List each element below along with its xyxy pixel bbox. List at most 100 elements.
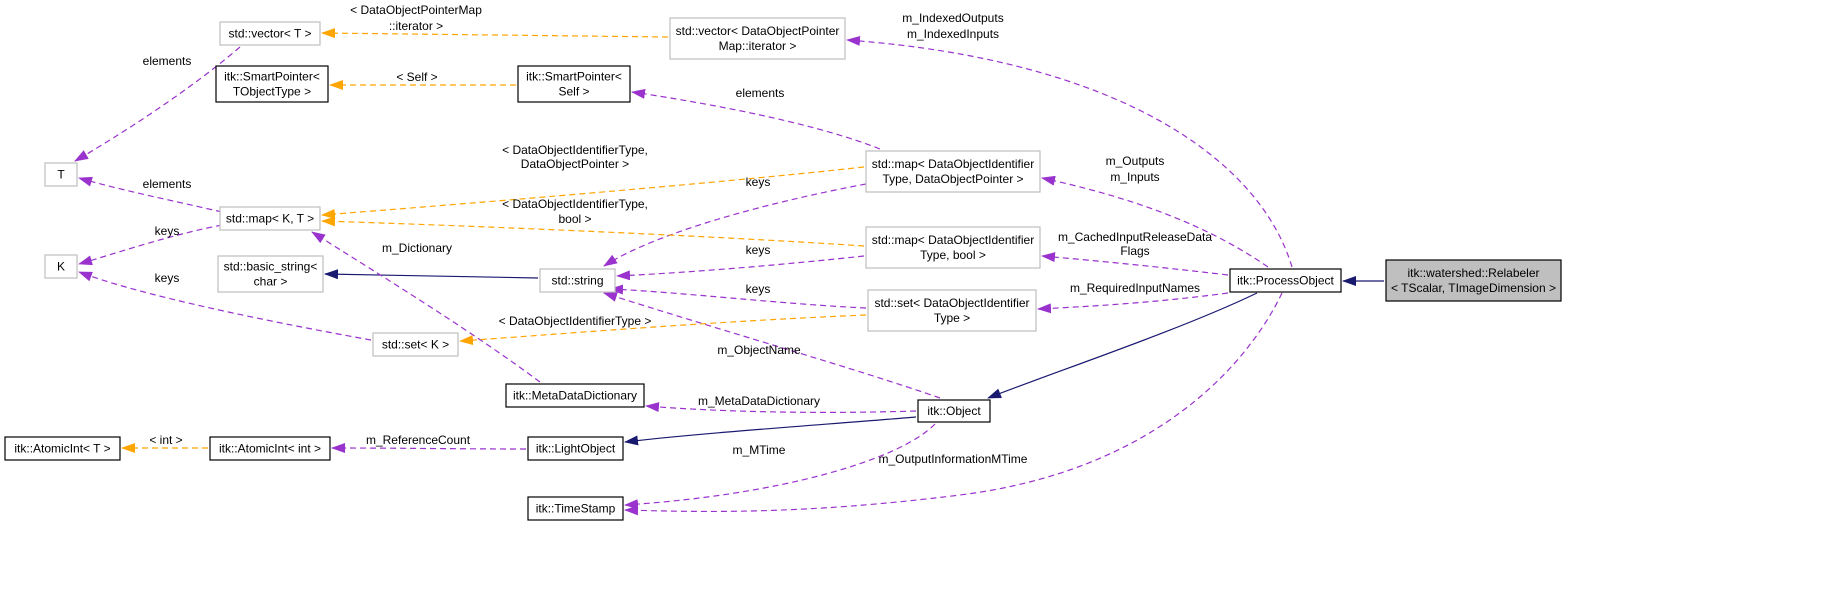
edge-map-kt-k: keys bbox=[78, 224, 223, 266]
class-name: std::map< K, T > bbox=[226, 212, 314, 226]
edge-smartpointer-self-t: < Self > bbox=[329, 70, 516, 90]
class-box bbox=[527, 436, 624, 461]
edges: m_IndexedOutputsm_IndexedInputsm_Outputs… bbox=[74, 3, 1384, 516]
class-name: std::basic_string< bbox=[224, 260, 318, 274]
usage-arrow bbox=[78, 271, 372, 341]
usage-arrow bbox=[1041, 252, 1229, 276]
usage-arrow bbox=[603, 183, 867, 267]
class-box bbox=[527, 496, 624, 521]
class-box bbox=[372, 332, 459, 357]
edge-label: m_OutputInformationMTime bbox=[879, 452, 1028, 466]
edge-string-basic bbox=[324, 269, 539, 280]
edge-map-kt-t: elements bbox=[78, 176, 223, 213]
class-box bbox=[505, 383, 645, 408]
class-name: Map::iterator > bbox=[719, 39, 797, 53]
class-name: Self > bbox=[558, 85, 589, 99]
node-relabeler[interactable]: itk::watershed::Relabeler< TScalar, TIma… bbox=[1385, 259, 1562, 302]
edge-vector-iterator-vector-t: < DataObjectPointerMap::iterator > bbox=[321, 3, 669, 39]
class-name: std::vector< DataObjectPointer bbox=[676, 24, 840, 38]
node-map-pointer[interactable]: std::map< DataObjectIdentifierType, Data… bbox=[865, 150, 1041, 193]
edge-object-metadata: m_MetaDataDictionary bbox=[645, 394, 917, 413]
class-box bbox=[219, 206, 321, 231]
template-arrow bbox=[321, 216, 865, 247]
edge-label: DataObjectPointer > bbox=[521, 157, 629, 171]
edge-label: m_MTime bbox=[733, 443, 786, 457]
edge-label: m_MetaDataDictionary bbox=[698, 394, 820, 408]
node-string[interactable]: std::string bbox=[539, 268, 616, 293]
class-box bbox=[517, 65, 631, 103]
usage-arrow bbox=[645, 402, 917, 413]
class-name: itk::AtomicInt< int > bbox=[219, 442, 321, 456]
usage-arrow bbox=[631, 88, 881, 150]
node-metadata-dictionary[interactable]: itk::MetaDataDictionary bbox=[505, 383, 645, 408]
edge-object-timestamp: m_MTime bbox=[624, 423, 936, 510]
usage-arrow bbox=[331, 443, 527, 454]
node-light-object[interactable]: itk::LightObject bbox=[527, 436, 624, 461]
node-process-object[interactable]: itk::ProcessObject bbox=[1229, 268, 1342, 293]
node-atomicint-int[interactable]: itk::AtomicInt< int > bbox=[209, 436, 331, 461]
inheritance-arrow bbox=[624, 416, 917, 446]
class-box bbox=[4, 436, 121, 461]
edge-label: m_CachedInputReleaseData bbox=[1058, 230, 1212, 244]
node-smartpointer-t[interactable]: itk::SmartPointer<TObjectType > bbox=[215, 65, 329, 103]
usage-arrow bbox=[1037, 292, 1229, 314]
node-smartpointer-self[interactable]: itk::SmartPointer<Self > bbox=[517, 65, 631, 103]
class-name: itk::Object bbox=[927, 404, 981, 418]
class-box bbox=[215, 65, 329, 103]
node-atomicint-t[interactable]: itk::AtomicInt< T > bbox=[4, 436, 121, 461]
edge-metadata-map-kt: m_Dictionary bbox=[311, 231, 541, 383]
node-k[interactable]: K bbox=[44, 254, 78, 279]
node-timestamp[interactable]: itk::TimeStamp bbox=[527, 496, 624, 521]
edge-po-timestamp: m_OutputInformationMTime bbox=[624, 292, 1283, 516]
class-name: std::set< K > bbox=[382, 338, 449, 352]
usage-arrow bbox=[624, 423, 936, 510]
edge-label: m_IndexedInputs bbox=[907, 27, 999, 41]
edge-map-pointer-map-kt: < DataObjectIdentifierType,DataObjectPoi… bbox=[321, 143, 865, 219]
edge-label: < int > bbox=[149, 433, 182, 447]
usage-arrow bbox=[78, 224, 223, 266]
node-set-identifier[interactable]: std::set< DataObjectIdentifierType > bbox=[867, 289, 1037, 332]
edge-label: elements bbox=[143, 54, 192, 68]
class-name: Type, bool > bbox=[920, 248, 986, 262]
node-set-k[interactable]: std::set< K > bbox=[372, 332, 459, 357]
class-box bbox=[917, 399, 991, 423]
node-vector-t[interactable]: std::vector< T > bbox=[219, 21, 321, 46]
class-box bbox=[209, 436, 331, 461]
class-box bbox=[217, 255, 324, 293]
class-name: Type > bbox=[934, 311, 970, 325]
node-map-bool[interactable]: std::map< DataObjectIdentifierType, bool… bbox=[865, 226, 1041, 269]
edge-label: < DataObjectPointerMap bbox=[350, 3, 482, 17]
node-map-kt[interactable]: std::map< K, T > bbox=[219, 206, 321, 231]
class-box bbox=[865, 226, 1041, 269]
inheritance-arrow bbox=[324, 269, 539, 280]
node-vector-iterator[interactable]: std::vector< DataObjectPointerMap::itera… bbox=[669, 17, 846, 60]
edge-po-set-identifier: m_RequiredInputNames bbox=[1037, 281, 1229, 314]
template-arrow bbox=[321, 28, 669, 39]
edge-label: keys bbox=[746, 282, 771, 296]
usage-arrow bbox=[603, 292, 941, 399]
edge-label: elements bbox=[736, 86, 785, 100]
class-name: itk::watershed::Relabeler bbox=[1407, 266, 1539, 280]
edge-map-bool-string: keys bbox=[616, 243, 865, 281]
class-name: char > bbox=[254, 275, 288, 289]
edge-label: < DataObjectIdentifierType > bbox=[499, 314, 652, 328]
usage-arrow bbox=[311, 231, 541, 383]
edge-object-po bbox=[987, 292, 1258, 399]
node-object[interactable]: itk::Object bbox=[917, 399, 991, 423]
class-box bbox=[669, 17, 846, 60]
node-t[interactable]: T bbox=[44, 162, 78, 187]
class-name: itk::LightObject bbox=[536, 442, 616, 456]
edge-lo-object bbox=[624, 416, 917, 446]
template-arrow bbox=[321, 166, 865, 219]
edge-label: m_RequiredInputNames bbox=[1070, 281, 1200, 295]
class-box bbox=[867, 289, 1037, 332]
usage-arrow bbox=[624, 292, 1283, 516]
node-basic-string[interactable]: std::basic_string<char > bbox=[217, 255, 324, 293]
class-name: std::set< DataObjectIdentifier bbox=[874, 296, 1029, 310]
class-name: < TScalar, TImageDimension > bbox=[1391, 281, 1556, 295]
edge-label: keys bbox=[155, 271, 180, 285]
class-name: itk::SmartPointer< bbox=[224, 70, 320, 84]
